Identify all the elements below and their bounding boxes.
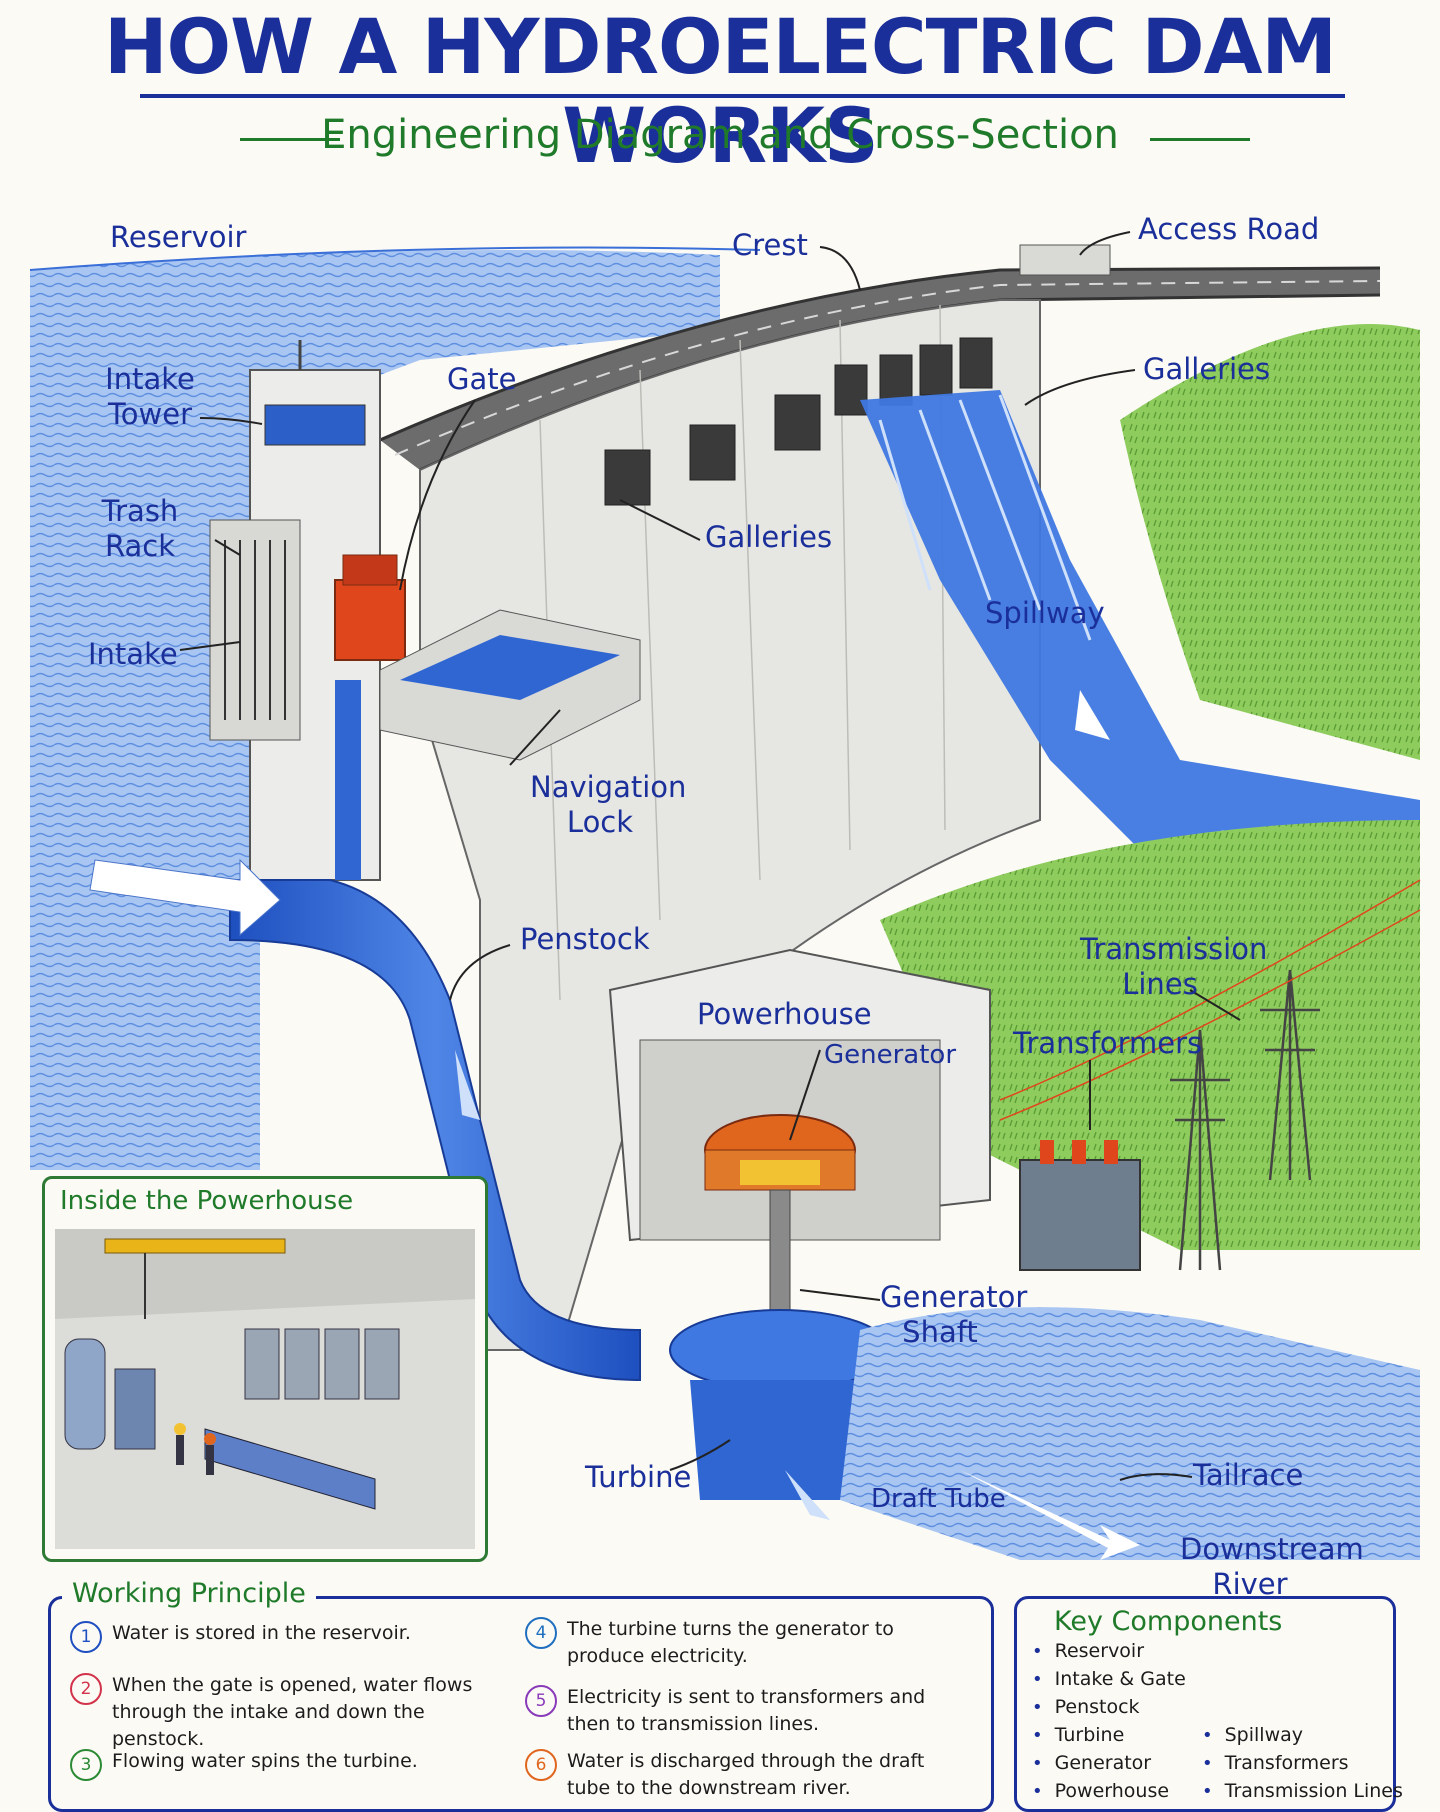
step-5-text: Electricity is sent to transformers and … [567, 1686, 926, 1735]
label-downstream-river-line1: Downstream [1180, 1532, 1364, 1566]
page-subtitle: Engineering Diagram and Cross-Section [321, 112, 1119, 158]
label-downstream-river-line2: River [1212, 1566, 1288, 1601]
step-1-text: Water is stored in the reservoir. [112, 1622, 411, 1644]
label-trash-rack-line1: Trash [101, 494, 179, 528]
label-galleries-mid: Galleries [705, 520, 833, 554]
label-draft-tube: Draft Tube [871, 1484, 1006, 1514]
component-spillway: Spillway [1202, 1724, 1303, 1746]
label-generator-shaft-line1: Generator [880, 1280, 1028, 1314]
step-6-number: 6 [525, 1749, 557, 1781]
component-turbine: Turbine [1032, 1724, 1125, 1746]
label-access-road: Access Road [1138, 212, 1320, 246]
label-galleries-top: Galleries [1143, 352, 1271, 386]
hillside [880, 324, 1420, 1250]
component-transmission-lines: Transmission Lines [1202, 1780, 1403, 1802]
label-intake-tower: Intake Tower [100, 362, 200, 432]
inset-powerhouse-illustration [55, 1229, 475, 1549]
subtitle-row: Engineering Diagram and Cross-Section [0, 112, 1440, 168]
component-powerhouse: Powerhouse [1032, 1780, 1169, 1802]
working-principle-title: Working Principle [62, 1578, 316, 1609]
downstream-river [840, 1307, 1420, 1560]
label-generator-shaft: Generator Shaft [880, 1280, 1028, 1350]
subtitle-dash-left [240, 138, 340, 141]
step-2-text: When the gate is opened, water flows thr… [112, 1674, 473, 1750]
component-intake-gate: Intake & Gate [1032, 1668, 1186, 1690]
component-transformers: Transformers [1202, 1752, 1349, 1774]
label-transmission-lines-line1: Transmission [1080, 932, 1268, 966]
label-trash-rack: Trash Rack [100, 494, 180, 564]
label-spillway: Spillway [985, 596, 1105, 630]
step-2: 2 When the gate is opened, water flows t… [70, 1672, 502, 1753]
step-6-text: Water is discharged through the draft tu… [567, 1750, 925, 1799]
label-tailrace: Tailrace [1193, 1458, 1304, 1492]
step-4: 4 The turbine turns the generator to pro… [525, 1616, 957, 1670]
step-4-text: The turbine turns the generator to produ… [567, 1618, 894, 1667]
step-5-number: 5 [525, 1685, 557, 1717]
label-turbine: Turbine [585, 1460, 692, 1494]
step-3-text: Flowing water spins the turbine. [112, 1750, 418, 1772]
subtitle-dash-right [1150, 138, 1250, 141]
inset-title: Inside the Powerhouse [60, 1186, 354, 1216]
component-generator: Generator [1032, 1752, 1151, 1774]
step-3-number: 3 [70, 1749, 102, 1781]
intake-tower [209, 340, 406, 881]
penstock [89, 858, 641, 1382]
label-transmission-lines-line2: Lines [1122, 966, 1198, 1001]
component-penstock: Penstock [1032, 1696, 1140, 1718]
key-components-title: Key Components [1054, 1606, 1283, 1637]
step-3: 3 Flowing water spins the turbine. [70, 1748, 502, 1781]
label-powerhouse: Powerhouse [697, 997, 872, 1031]
inset-powerhouse-panel [42, 1176, 488, 1562]
title-underline [140, 94, 1345, 98]
label-generator: Generator [824, 1040, 957, 1070]
label-downstream-river: Downstream River [1180, 1532, 1364, 1602]
step-4-number: 4 [525, 1617, 557, 1649]
label-crest: Crest [732, 228, 808, 262]
step-1: 1 Water is stored in the reservoir. [70, 1620, 502, 1653]
label-gate: Gate [447, 362, 517, 396]
transformers [1019, 1140, 1141, 1271]
working-principle-title-text: Working Principle [72, 1578, 306, 1609]
working-principle-panel [48, 1596, 994, 1812]
label-transformers: Transformers [1013, 1026, 1203, 1060]
label-generator-shaft-line2: Shaft [902, 1314, 978, 1349]
step-5: 5 Electricity is sent to transformers an… [525, 1684, 957, 1738]
label-intake-tower-line1: Intake [105, 362, 195, 396]
component-reservoir: Reservoir [1032, 1640, 1144, 1662]
step-1-number: 1 [70, 1621, 102, 1653]
label-intake: Intake [88, 637, 178, 671]
step-6: 6 Water is discharged through the draft … [525, 1748, 957, 1802]
page-title: HOW A HYDROELECTRIC DAM WORKS [103, 2, 1337, 180]
navigation-lock [379, 609, 641, 761]
step-2-number: 2 [70, 1673, 102, 1705]
label-navigation-lock-line1: Navigation [530, 770, 687, 804]
label-navigation-lock: Navigation Lock [530, 770, 687, 840]
label-navigation-lock-line2: Lock [566, 804, 634, 839]
label-reservoir: Reservoir [110, 220, 247, 254]
label-intake-tower-line2: Tower [107, 396, 192, 431]
label-trash-rack-line2: Rack [104, 528, 176, 563]
label-transmission-lines: Transmission Lines [1080, 932, 1268, 1002]
transmission-towers [999, 879, 1421, 1271]
reservoir-water [29, 246, 761, 1170]
leader-lines [179, 231, 1241, 1481]
label-penstock: Penstock [520, 922, 650, 956]
